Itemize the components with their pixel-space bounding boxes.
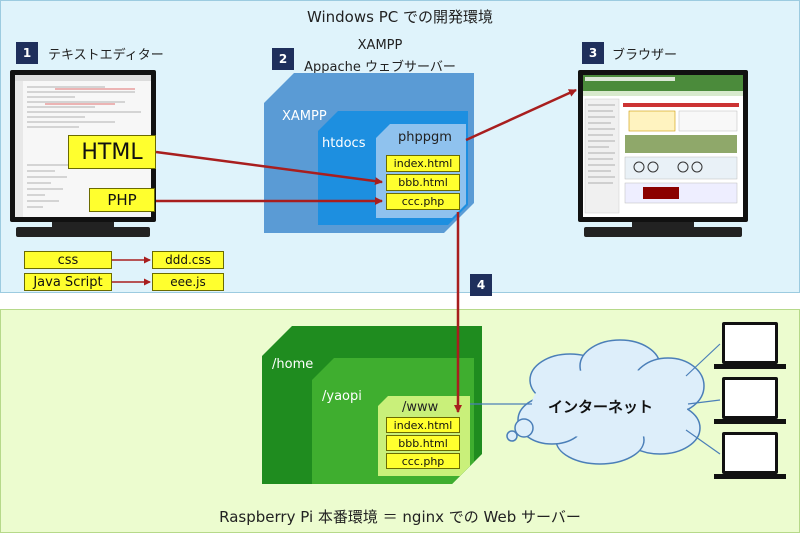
- client-screen-2: [722, 377, 778, 419]
- php-tag: PHP: [89, 188, 155, 212]
- internet-label: インターネット: [548, 398, 654, 416]
- js-file: eee.js: [152, 273, 224, 291]
- browser-monitor-base: [584, 227, 742, 237]
- client-base-1: [714, 364, 786, 369]
- step-4-badge: 4: [470, 274, 492, 296]
- client-base-2: [714, 419, 786, 424]
- raspi-www-label: /www: [402, 400, 439, 415]
- step-3-label: ブラウザー: [612, 48, 678, 63]
- browser-screen: [583, 75, 743, 217]
- step-1-badge: 1: [16, 42, 38, 64]
- raspi-user-label: /yaopi: [322, 389, 362, 404]
- js-asset: Java Script: [24, 273, 112, 291]
- step-1-label: テキストエディター: [48, 48, 164, 63]
- step-2-label-line1: XAMPP: [357, 38, 403, 53]
- step-2-label-line2: Appache ウェブサーバー: [304, 60, 456, 75]
- raspi-file-index: index.html: [386, 417, 460, 433]
- css-asset: css: [24, 251, 112, 269]
- prod-zone-title: Raspberry Pi 本番環境 ＝ nginx での Web サーバー: [219, 508, 581, 526]
- step-3-badge: 3: [582, 42, 604, 64]
- editor-monitor-neck: [52, 222, 114, 227]
- client-screen-1: [722, 322, 778, 364]
- client-base-3: [714, 474, 786, 479]
- raspi-file-bbb: bbb.html: [386, 435, 460, 451]
- browser-monitor: [578, 70, 748, 222]
- raspi-home-label: /home: [272, 357, 314, 372]
- arrow-phppgm-to-browser: [465, 88, 577, 142]
- html-tag: HTML: [68, 135, 156, 169]
- step-2-badge: 2: [272, 48, 294, 70]
- browser-monitor-neck: [632, 222, 694, 227]
- raspi-file-ccc: ccc.php: [386, 453, 460, 469]
- client-screen-3: [722, 432, 778, 474]
- arrow-html-to-bbb: [155, 150, 383, 186]
- network-links: [470, 343, 721, 455]
- xampp-file-index: index.html: [386, 155, 460, 172]
- code-lines: [15, 75, 151, 217]
- editor-monitor-base: [16, 227, 150, 237]
- web-page-thumbnail: [583, 75, 743, 214]
- dev-zone-title: Windows PC での開発環境: [306, 8, 493, 26]
- css-file: ddd.css: [152, 251, 224, 269]
- phppgm-folder-label: phppgm: [398, 130, 452, 145]
- xampp-file-ccc: ccc.php: [386, 193, 460, 210]
- xampp-file-bbb: bbb.html: [386, 174, 460, 191]
- htdocs-label: htdocs: [322, 136, 366, 151]
- xampp-outer-label: XAMPP: [282, 109, 327, 124]
